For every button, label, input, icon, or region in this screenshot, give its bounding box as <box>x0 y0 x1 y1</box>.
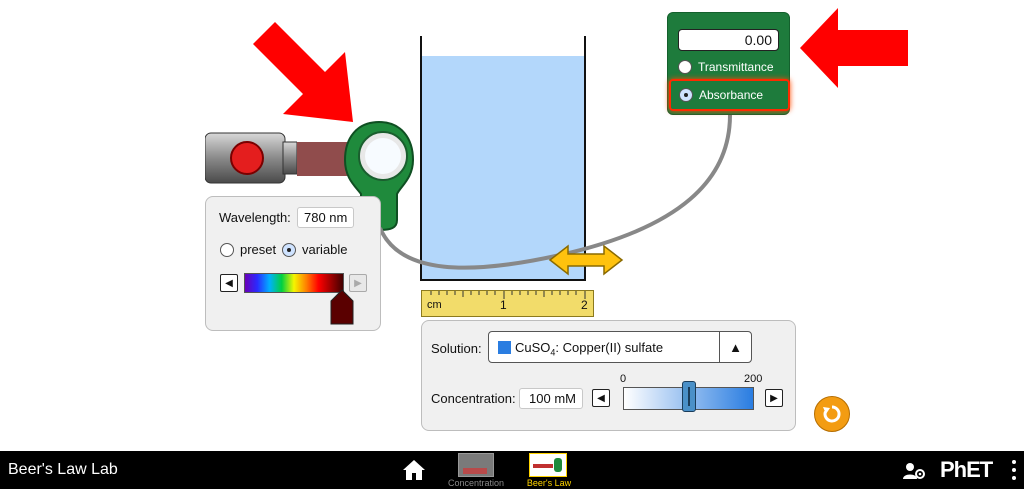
slider-max-label: 200 <box>744 373 763 385</box>
wavelength-increase-button[interactable]: ▶ <box>349 274 367 292</box>
concentration-increase-button[interactable]: ▶ <box>765 389 783 407</box>
variable-label: variable <box>302 242 348 257</box>
beers-law-tab-label: Beer's Law <box>526 478 572 488</box>
screen-tab-concentration[interactable]: Concentration <box>444 451 508 489</box>
user-settings-icon <box>903 463 925 479</box>
wavelength-spectrum-slider[interactable] <box>244 273 344 293</box>
solution-color-swatch <box>498 341 511 354</box>
detector-probe[interactable] <box>343 120 415 232</box>
absorbance-meter: 0.00 Transmittance Absorbance <box>667 12 790 115</box>
highlight-arrow-left <box>253 22 353 122</box>
solution-dropdown-button[interactable]: ▲ <box>729 339 742 355</box>
wavelength-value: 780 nm <box>297 207 355 228</box>
absorbance-label: Absorbance <box>699 88 764 102</box>
solution-panel: Solution: CuSO4: Copper(II) sulfate ▲ Co… <box>421 320 796 431</box>
preset-label: preset <box>240 242 277 257</box>
transmittance-radio[interactable] <box>678 60 692 74</box>
cuvette <box>420 36 586 281</box>
sim-title: Beer's Law Lab <box>8 461 118 478</box>
slider-min-label: 0 <box>620 373 627 385</box>
reset-icon <box>823 405 841 423</box>
solution-combo-box[interactable]: CuSO4: Copper(II) sulfate ▲ <box>488 331 752 363</box>
transmittance-option[interactable]: Transmittance <box>678 60 774 74</box>
beers-law-screen-icon <box>529 453 567 477</box>
absorbance-option[interactable]: Absorbance <box>669 79 790 111</box>
preset-option[interactable]: preset <box>220 242 276 257</box>
ruler-unit: cm <box>427 299 442 311</box>
concentration-slider-thumb[interactable] <box>681 381 696 412</box>
preset-radio[interactable] <box>220 242 234 257</box>
home-button[interactable] <box>402 459 426 481</box>
wavelength-panel: Wavelength: 780 nm preset variable ◀ ▶ <box>205 196 381 331</box>
phet-menu-button[interactable] <box>1010 459 1018 481</box>
concentration-value: 100 mM <box>519 388 583 409</box>
variable-radio[interactable] <box>282 242 296 257</box>
home-icon <box>403 460 425 480</box>
user-settings-button[interactable] <box>902 461 926 481</box>
kebab-menu-icon <box>1012 460 1016 480</box>
concentration-screen-icon <box>458 453 494 477</box>
wavelength-decrease-button[interactable]: ◀ <box>220 274 238 292</box>
phet-logo[interactable]: PhET <box>940 457 993 482</box>
solution-label: Solution: <box>431 341 482 356</box>
solution-selected-text: CuSO4: Copper(II) sulfate <box>515 340 664 358</box>
highlight-arrow-right <box>800 8 908 88</box>
cuvette-width-handle[interactable] <box>548 244 624 276</box>
meter-readout: 0.00 <box>678 29 779 51</box>
concentration-label: Concentration: <box>431 391 516 406</box>
wavelength-label: Wavelength: <box>219 210 291 225</box>
solution-liquid <box>422 56 584 279</box>
ruler-tick-1: 1 <box>500 298 507 312</box>
screen-tab-beers-law[interactable]: Beer's Law <box>520 451 578 489</box>
concentration-tab-label: Concentration <box>447 478 505 488</box>
ruler-tick-2: 2 <box>581 298 588 312</box>
reset-all-button[interactable] <box>814 396 850 432</box>
wavelength-slider-thumb[interactable] <box>330 289 354 325</box>
transmittance-label: Transmittance <box>698 60 774 74</box>
concentration-decrease-button[interactable]: ◀ <box>592 389 610 407</box>
navigation-bar: Beer's Law Lab Concentration Beer's Law … <box>0 451 1024 489</box>
variable-option[interactable]: variable <box>282 242 348 257</box>
ruler[interactable]: cm 1 2 <box>421 290 594 317</box>
absorbance-radio[interactable] <box>679 88 693 102</box>
